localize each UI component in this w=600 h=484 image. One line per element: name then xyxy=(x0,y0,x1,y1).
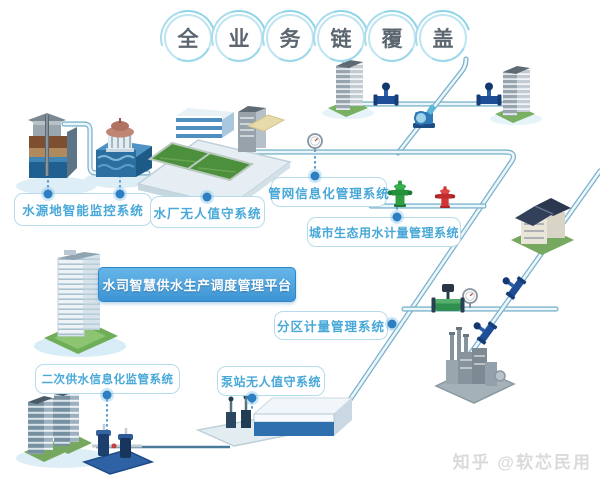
apartment-buildings-icon xyxy=(24,388,92,462)
residential-building-icon xyxy=(511,198,574,255)
label-zone-metering-system: 分区计量管理系统 xyxy=(274,311,388,340)
hydrant-green-icon xyxy=(387,180,413,207)
valve-icon xyxy=(373,82,399,106)
water-plant-icon xyxy=(136,106,292,212)
office-building-a-icon xyxy=(328,60,368,117)
connector-dot xyxy=(115,189,125,199)
label-water-source-system: 水源地智能监控系统 xyxy=(14,193,152,226)
hydrant-red-icon xyxy=(434,186,456,208)
platform-banner: 水司智慧供水生产调度管理平台 xyxy=(98,267,296,302)
label-water-plant-system: 水厂无人值守系统 xyxy=(150,196,265,228)
coverage-char: 链 xyxy=(330,28,352,51)
connector-dot xyxy=(102,390,112,400)
connector-dot xyxy=(310,171,320,181)
pump-icon xyxy=(413,104,436,128)
coverage-circle-2: 业 xyxy=(215,14,263,62)
booster-pump-icon xyxy=(81,424,155,475)
valve-icon xyxy=(476,82,502,106)
pump-station-icon xyxy=(195,394,354,447)
coverage-circle-4: 链 xyxy=(317,14,365,62)
coverage-circle-1: 全 xyxy=(164,14,212,62)
pressure-gauge-icon xyxy=(307,133,323,152)
office-building-b-icon xyxy=(495,66,535,123)
coverage-char: 覆 xyxy=(381,28,403,51)
label-pipe-network-system: 管网信息化管理系统 xyxy=(268,177,389,207)
label-pump-station-system: 泵站无人值守系统 xyxy=(217,366,325,396)
pipe-diagonal-upper xyxy=(395,56,469,156)
flow-meter-icon xyxy=(431,284,465,313)
connector-dot xyxy=(392,212,402,222)
hq-building-icon xyxy=(44,250,118,354)
label-secondary-supply-system: 二次供水信息化监管系统 xyxy=(35,364,180,394)
pipe-source-to-plant xyxy=(61,121,151,176)
coverage-circle-5: 覆 xyxy=(368,14,416,62)
water-well-icon xyxy=(28,113,77,178)
reservoir-pavilion-icon xyxy=(96,118,152,177)
coverage-char: 务 xyxy=(279,28,301,51)
factory-icon xyxy=(434,327,516,404)
connector-dot xyxy=(247,393,257,403)
coverage-circle-6: 盖 xyxy=(419,14,467,62)
coverage-char: 业 xyxy=(228,28,250,51)
connector-dot xyxy=(43,189,53,199)
dotted-connectors xyxy=(46,155,399,433)
connector-dot xyxy=(387,319,397,329)
coverage-circle-3: 务 xyxy=(266,14,314,62)
connector-dot xyxy=(202,192,212,202)
label-eco-metering-system: 城市生态用水计量管理系统 xyxy=(307,217,461,247)
coverage-char: 盖 xyxy=(432,28,454,51)
pressure-gauge-icon xyxy=(462,288,478,308)
watermark: 知乎 @软芯民用 xyxy=(452,453,592,472)
coverage-char: 全 xyxy=(177,28,199,51)
valve-icon xyxy=(496,269,527,301)
